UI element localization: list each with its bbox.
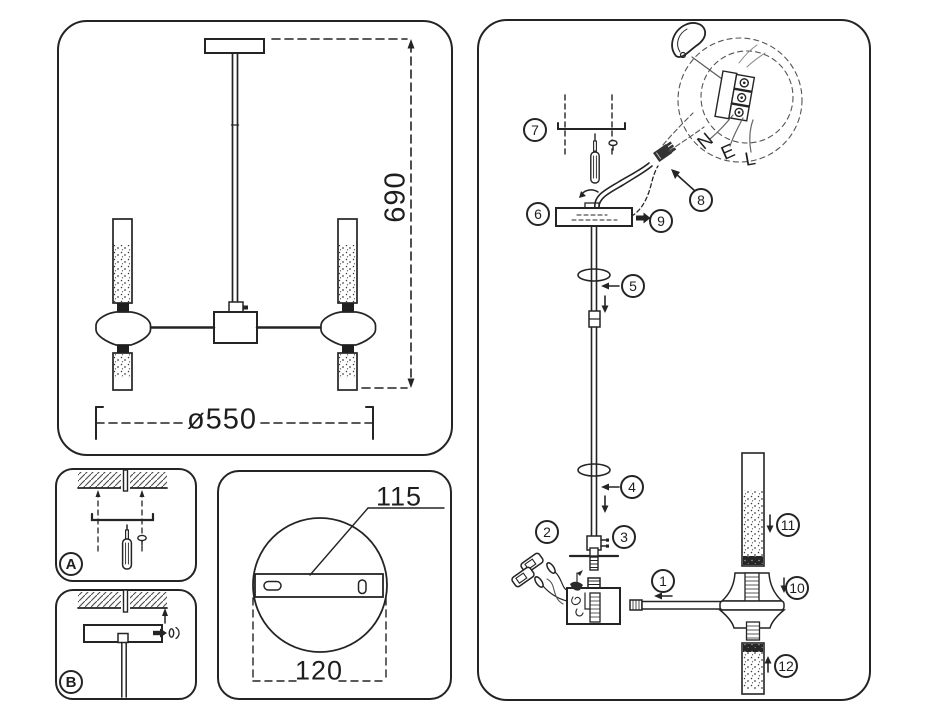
step-a-badge: A — [59, 552, 83, 576]
step-b-badge: B — [59, 670, 83, 694]
part-callout-12: 12 — [774, 654, 798, 678]
bracket-dimension-label: 115 — [375, 481, 423, 512]
diameter-dimension-label: ø550 — [186, 403, 258, 436]
part-callout-6: 6 — [526, 202, 550, 226]
part-callout-10: 10 — [785, 576, 809, 600]
part-callout-2: 2 — [535, 520, 559, 544]
part-callout-4: 4 — [620, 475, 644, 499]
part-callout-8: 8 — [689, 188, 713, 212]
part-callout-7: 7 — [523, 118, 547, 142]
part-callout-5: 5 — [621, 274, 645, 298]
canopy-dimension-label: 120 — [294, 655, 344, 686]
part-callout-1: 1 — [651, 569, 675, 593]
part-callout-3: 3 — [612, 525, 636, 549]
part-callout-11: 11 — [776, 513, 800, 537]
part-callout-9: 9 — [649, 209, 673, 233]
height-dimension-label: 690 — [379, 171, 412, 223]
panel-dimensions-view — [57, 20, 453, 456]
